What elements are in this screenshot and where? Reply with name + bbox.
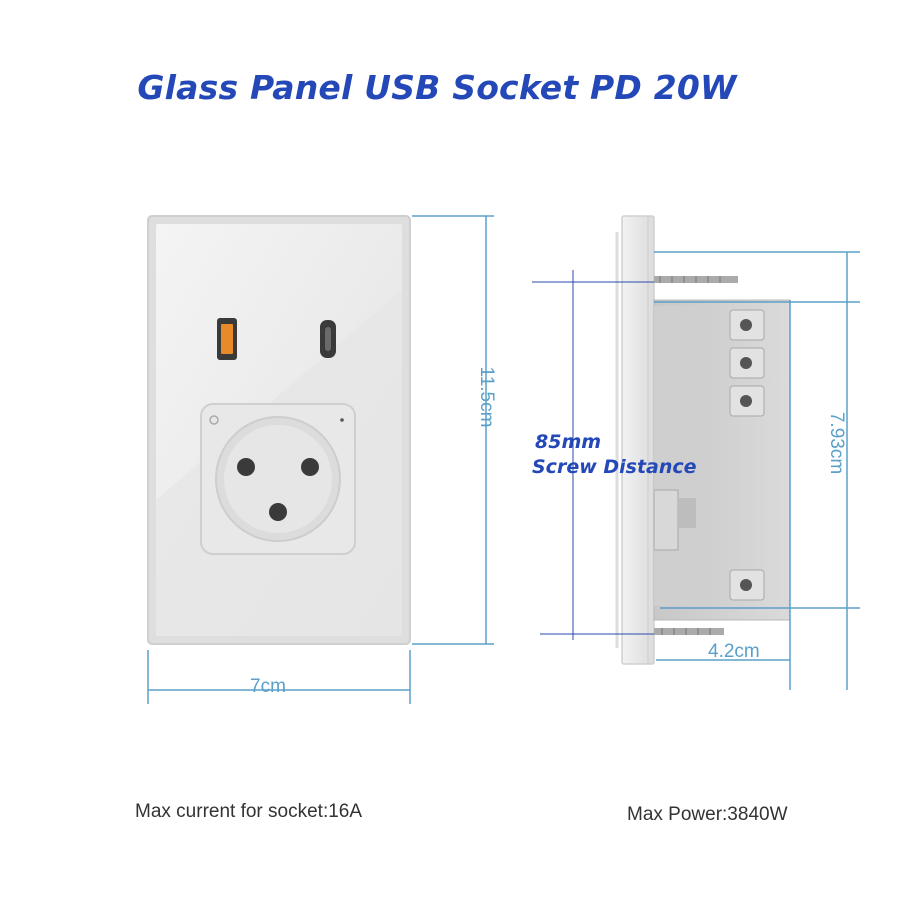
side-view <box>615 215 791 665</box>
usb-c-port-icon <box>320 320 336 358</box>
height-dimension-label: 11.5cm <box>476 366 497 428</box>
depth-height-dimension-label: 7.93cm <box>826 411 847 475</box>
width-dimension-label: 7cm <box>250 676 286 697</box>
max-current-spec: Max current for socket:16A <box>135 801 363 822</box>
screw-distance-value: 85mm <box>535 431 602 453</box>
depth-dimension-label: 4.2cm <box>708 641 760 662</box>
front-dimension-lines <box>147 215 494 704</box>
front-panel <box>147 215 411 645</box>
usb-a-port-icon <box>217 318 237 360</box>
max-power-spec: Max Power:3840W <box>627 804 788 825</box>
screw-distance-label: Screw Distance <box>532 456 697 478</box>
page-title: Glass Panel USB Socket PD 20W <box>137 68 737 107</box>
side-dimension-lines <box>654 251 860 690</box>
three-pin-socket-icon <box>200 403 356 555</box>
screw-distance-lines <box>532 270 654 640</box>
